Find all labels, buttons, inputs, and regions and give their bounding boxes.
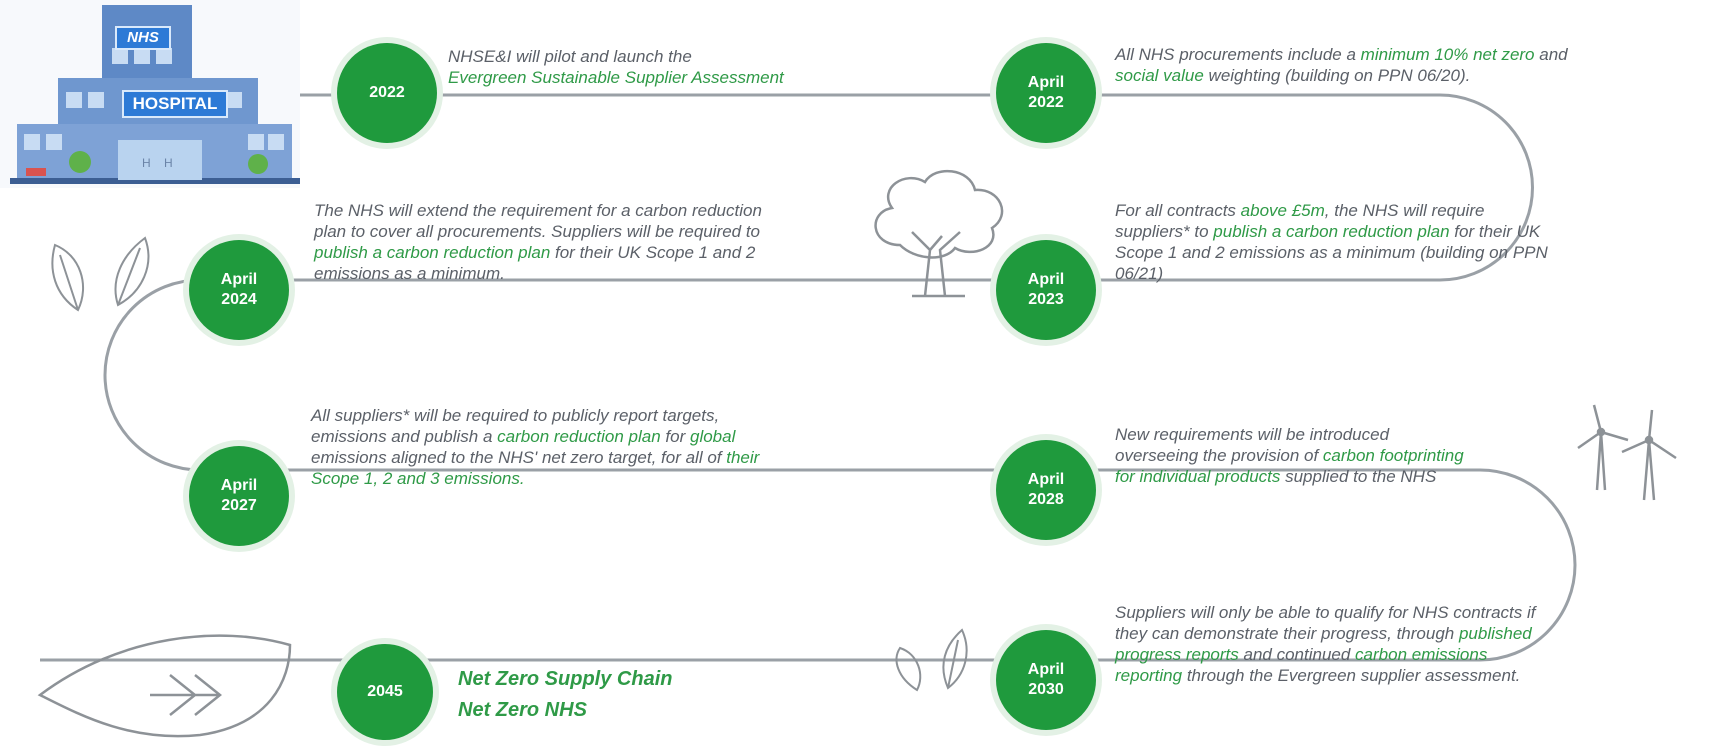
text: The NHS will extend the requirement for … xyxy=(314,201,762,220)
text: and continued xyxy=(1238,645,1356,664)
text: New requirements will be introduced xyxy=(1115,425,1390,444)
text: through the Evergreen supplier assessmen… xyxy=(1182,666,1521,685)
highlight: carbon footprinting xyxy=(1322,446,1464,465)
highlight: minimum 10% net zero xyxy=(1360,45,1535,64)
description-april-2028: New requirements will be introduced over… xyxy=(1115,424,1635,487)
final-goal: Net Zero Supply Chain Net Zero NHS xyxy=(458,664,672,726)
text: for xyxy=(660,427,690,446)
text: for their UK xyxy=(1449,222,1541,241)
leaves-icon xyxy=(895,628,968,692)
highlight: carbon reduction plan xyxy=(497,427,661,446)
milestone-year: 2027 xyxy=(221,497,257,514)
nhs-logo: NHS xyxy=(115,26,171,50)
milestone-april-2023: April 2023 xyxy=(996,240,1096,340)
highlight: above £5m xyxy=(1240,201,1325,220)
milestone-2022: 2022 xyxy=(337,43,437,143)
highlight: global xyxy=(689,427,736,446)
milestone-year: 2023 xyxy=(1028,291,1064,308)
text: and xyxy=(1534,45,1568,64)
text: weighting (building on PPN 06/20). xyxy=(1203,66,1471,85)
text: 06/21) xyxy=(1115,264,1164,283)
milestone-month: April xyxy=(220,477,258,494)
milestone-2045: 2045 xyxy=(337,644,433,740)
text: suppliers* to xyxy=(1115,222,1214,241)
milestone-year: 2022 xyxy=(369,84,405,101)
text: Scope 1 and 2 emissions as a minimum (bu… xyxy=(1115,243,1548,262)
text: All suppliers* will be required to publi… xyxy=(311,406,720,425)
text: plan to cover all procurements. Supplier… xyxy=(314,222,761,241)
description-april-2027: All suppliers* will be required to publi… xyxy=(311,405,911,489)
description-2022: NHSE&I will pilot and launch the Evergre… xyxy=(448,46,908,88)
text: Suppliers will only be able to qualify f… xyxy=(1115,603,1536,622)
highlight: social value xyxy=(1115,66,1204,85)
highlight: publish a carbon reduction plan xyxy=(314,243,551,262)
milestone-year: 2024 xyxy=(221,291,257,308)
text: for their UK Scope 1 and 2 xyxy=(550,243,756,262)
description-april-2022: All NHS procurements include a minimum 1… xyxy=(1115,44,1715,86)
tree-icon xyxy=(874,169,1004,298)
text: emissions and publish a xyxy=(311,427,498,446)
highlight: progress reports xyxy=(1115,645,1239,664)
hospital-door-label: H H xyxy=(142,156,173,170)
milestone-month: April xyxy=(1027,271,1065,288)
milestone-april-2024: April 2024 xyxy=(189,240,289,340)
milestone-month: April xyxy=(1027,74,1065,91)
highlight: for individual products xyxy=(1115,467,1281,486)
text: supplied to the NHS xyxy=(1280,467,1437,486)
description-april-2030: Suppliers will only be able to qualify f… xyxy=(1115,602,1715,686)
leaf-arrow-icon xyxy=(37,634,292,738)
text: For all contracts xyxy=(1115,201,1241,220)
description-april-2023: For all contracts above £5m, the NHS wil… xyxy=(1115,200,1715,284)
timeline-path xyxy=(40,93,1577,662)
highlight: published xyxy=(1458,624,1532,643)
final-goal-supply-chain: Net Zero Supply Chain xyxy=(458,668,673,690)
milestone-month: April xyxy=(1027,661,1065,678)
wind-turbine-icon xyxy=(1577,404,1677,501)
milestone-april-2030: April 2030 xyxy=(996,630,1096,730)
text: overseeing the provision of xyxy=(1115,446,1323,465)
text: emissions aligned to the NHS' net zero t… xyxy=(311,448,727,467)
milestone-year: 2030 xyxy=(1028,681,1064,698)
highlight: reporting xyxy=(1115,666,1183,685)
milestone-april-2027: April 2027 xyxy=(189,446,289,546)
final-goal-nhs: Net Zero NHS xyxy=(458,699,587,721)
description-april-2024: The NHS will extend the requirement for … xyxy=(314,200,894,284)
text: emissions as a minimum. xyxy=(314,264,505,283)
highlight: Evergreen Sustainable Supplier Assessmen… xyxy=(448,68,784,87)
text: they can demonstrate their progress, thr… xyxy=(1115,624,1459,643)
text: All NHS procurements include a xyxy=(1115,45,1361,64)
milestone-year: 2022 xyxy=(1028,94,1064,111)
leaves-icon xyxy=(51,236,150,312)
highlight: Scope 1, 2 and 3 emissions. xyxy=(311,469,525,488)
milestone-month: April xyxy=(220,271,258,288)
text: NHSE&I will pilot and launch the xyxy=(448,47,692,66)
milestone-year: 2028 xyxy=(1028,491,1064,508)
milestone-april-2022: April 2022 xyxy=(996,43,1096,143)
highlight: their xyxy=(726,448,760,467)
highlight: publish a carbon reduction plan xyxy=(1213,222,1450,241)
hospital-sign: HOSPITAL xyxy=(122,90,228,118)
milestone-april-2028: April 2028 xyxy=(996,440,1096,540)
milestone-year: 2045 xyxy=(367,683,403,700)
text: , the NHS will require xyxy=(1324,201,1485,220)
milestone-month: April xyxy=(1027,471,1065,488)
highlight: carbon emissions xyxy=(1355,645,1488,664)
